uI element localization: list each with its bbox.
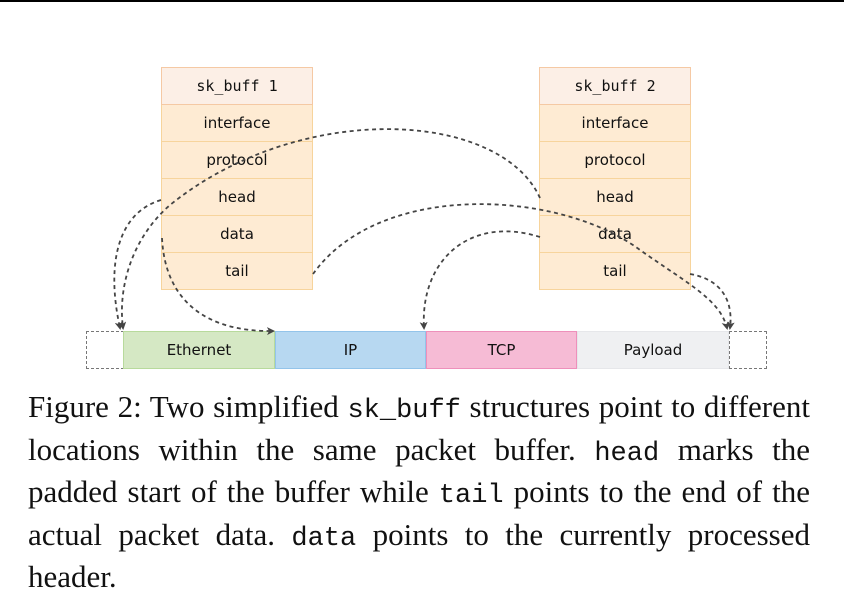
buffer-tailroom-padding	[729, 331, 767, 369]
figure-caption: Figure 2: Two simplified sk_buff structu…	[28, 388, 810, 596]
field-interface: interface	[539, 105, 691, 142]
arrow-skb1-head	[113, 199, 162, 330]
sk-buff-title: sk_buff 1	[161, 67, 313, 105]
arrow-skb2-data	[419, 230, 541, 330]
caption-code-data: data	[291, 523, 357, 554]
field-head: head	[161, 179, 313, 216]
caption-code-tail: tail	[438, 481, 504, 511]
caption-text: Figure 2: Two simplified	[28, 389, 348, 424]
segment-ip: IP	[275, 331, 426, 369]
field-interface: interface	[161, 105, 313, 142]
field-tail: tail	[539, 253, 691, 290]
segment-ethernet: Ethernet	[123, 331, 275, 369]
sk-buff-2-struct: sk_buff 2 interface protocol head data t…	[539, 67, 691, 290]
caption-text: marks the padded start of the buffer whi…	[28, 431, 810, 510]
buffer-headroom-padding	[86, 331, 124, 369]
segment-tcp: TCP	[426, 331, 577, 369]
page-top-rule	[0, 0, 844, 2]
field-tail: tail	[161, 253, 313, 290]
field-data: data	[539, 216, 691, 253]
sk-buff-title: sk_buff 2	[539, 67, 691, 105]
field-protocol: protocol	[161, 142, 313, 179]
caption-code-head: head	[594, 438, 660, 469]
caption-text: points to the currently processed header…	[28, 516, 810, 595]
field-protocol: protocol	[539, 142, 691, 179]
caption-code-sk-buff: sk_buff	[347, 396, 461, 426]
field-data: data	[161, 216, 313, 253]
caption-text: points to the end of the actual packet d…	[28, 474, 810, 552]
caption-text: structures point to different locations …	[28, 389, 811, 467]
sk-buff-1-struct: sk_buff 1 interface protocol head data t…	[161, 67, 313, 290]
field-head: head	[539, 179, 691, 216]
segment-payload: Payload	[577, 331, 729, 369]
arrow-skb2-tail	[689, 273, 735, 330]
